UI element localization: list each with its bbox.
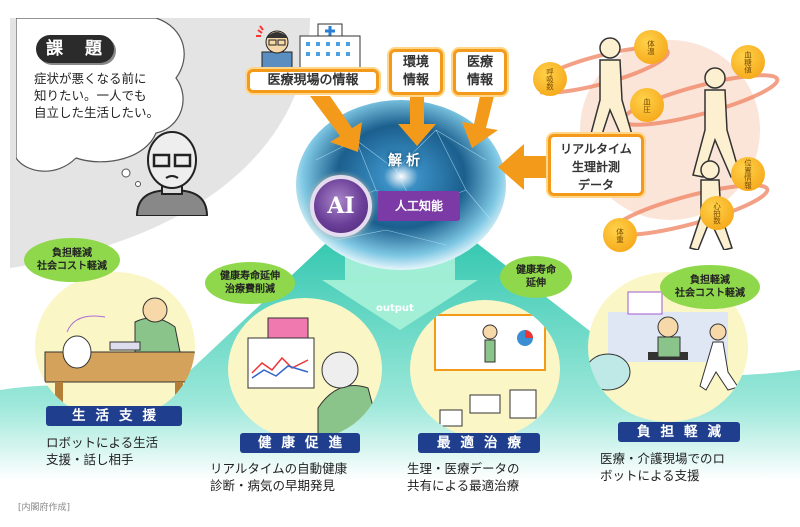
source-credit: [内閣府作成] (18, 503, 71, 513)
vital-heart-rate: 心拍数 (700, 196, 734, 230)
category-badge-health-promotion: 健康促進 (240, 433, 360, 453)
vital-blood-pressure: 血圧 (630, 88, 664, 122)
elderly-man-illustration (135, 131, 209, 216)
challenge-text: 症状が悪くなる前に 知りたい。一人でも 自立した生活したい。 (34, 71, 160, 120)
category-description-burden-reduction: 医療・介護現場でのロ ボットによる支援 (600, 451, 726, 483)
input-arrows (310, 96, 498, 152)
benefit-bubble-burden-reduction: 負担軽減 社会コスト軽減 (660, 265, 760, 309)
category-description-health-promotion: リアルタイムの自動健康 診断・病気の早期発見 (210, 461, 348, 493)
vital-respiration: 呼吸数 (533, 62, 567, 96)
vital-blood-sugar: 血糖値 (731, 45, 765, 79)
category-badge-life-support: 生活支援 (46, 406, 182, 426)
challenge-badge: 課 題 (36, 35, 114, 63)
benefit-bubble-health-promotion: 健康寿命延伸 治療費削減 (205, 262, 295, 304)
category-description-life-support: ロボットによる生活 支援・話し相手 (46, 435, 159, 467)
medical-site-info-box: 医療現場の情報 (247, 69, 379, 93)
category-description-optimal-treatment: 生理・医療データの 共有による最適治療 (407, 461, 520, 493)
realtime-data-box: リアルタイム 生理計測 データ (548, 134, 644, 196)
data-sharing-illustration (434, 314, 546, 427)
scene-life-support (35, 272, 195, 420)
scene-health-promotion (228, 298, 382, 440)
realtime-data-arrow (498, 144, 554, 190)
doctor-icon (256, 25, 293, 70)
benefit-bubble-life-support: 負担軽減 社会コスト軽減 (24, 238, 120, 282)
category-badge-optimal-treatment: 最適治療 (418, 433, 540, 453)
analysis-label: 解析 (388, 153, 424, 169)
hospital-icon (299, 23, 361, 72)
medical-info-box: 医療 情報 (453, 49, 507, 95)
environment-info-box: 環境 情報 (389, 49, 443, 95)
health-monitor-illustration (247, 317, 382, 440)
care-robot-illustration (588, 291, 739, 391)
robot-dining-illustration (44, 297, 195, 420)
output-label: output (376, 303, 414, 314)
vital-body-weight: 体重 (603, 218, 637, 252)
vital-body-temperature: 体温 (634, 30, 668, 64)
category-badge-burden-reduction: 負担軽減 (618, 422, 740, 442)
benefit-bubble-optimal-treatment: 健康寿命 延伸 (500, 256, 572, 298)
ai-logo: AI (310, 175, 372, 237)
vital-location: 位置情報 (731, 157, 765, 191)
ai-label: 人工知能 (378, 191, 460, 221)
scene-optimal-treatment (410, 300, 560, 438)
